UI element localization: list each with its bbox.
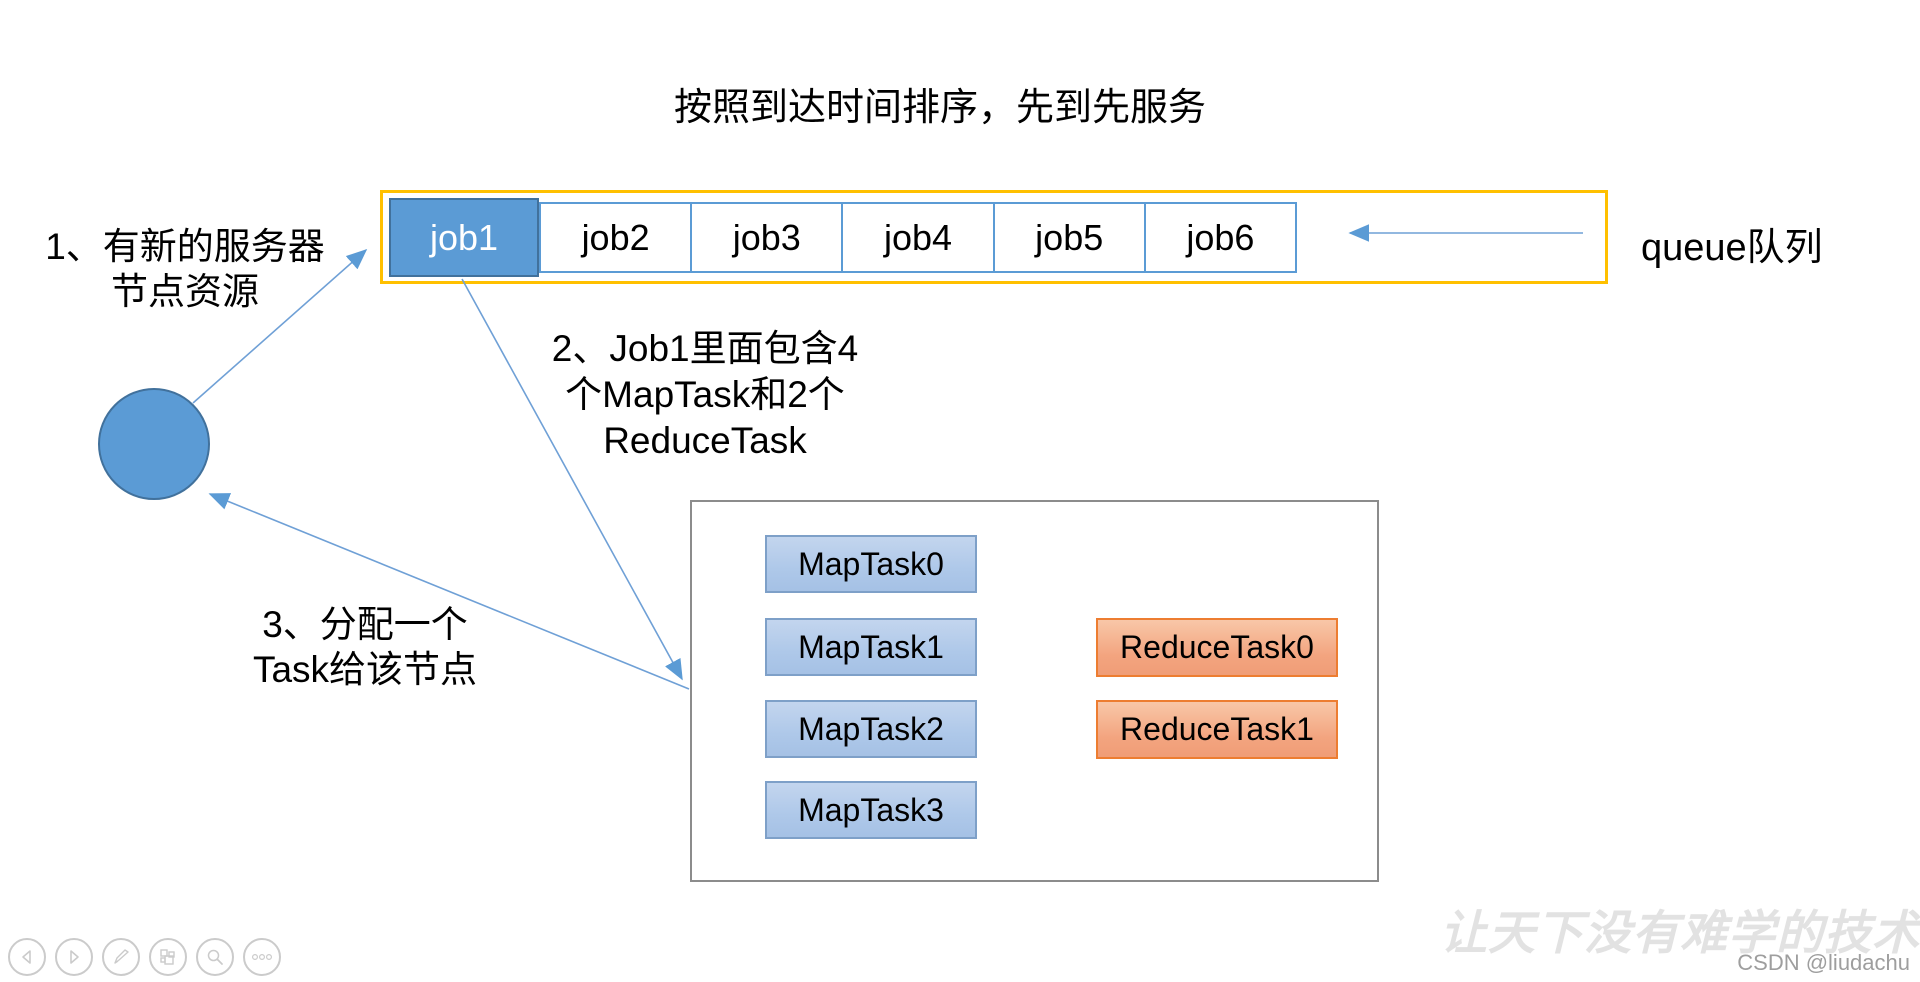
step2-line2: 个MapTask和2个 xyxy=(565,374,845,415)
map-task-1: MapTask1 xyxy=(765,618,977,676)
step3-note: 3、分配一个 Task给该节点 xyxy=(230,602,500,692)
previous-icon xyxy=(22,950,31,964)
reduce-task-1: ReduceTask1 xyxy=(1096,700,1338,759)
jobs-row: job2 job3 job4 job5 job6 xyxy=(539,202,1297,273)
job2-box: job2 xyxy=(581,216,650,258)
step3-line2: Task给该节点 xyxy=(252,649,478,690)
step2-line1: 2、Job1里面包含4 xyxy=(551,328,859,369)
map-task-2: MapTask2 xyxy=(765,700,977,758)
zoom-icon xyxy=(207,949,223,965)
watermark-credit: CSDN @liudachu xyxy=(1737,950,1910,975)
map-task-0: MapTask0 xyxy=(765,535,977,593)
job4-box: job4 xyxy=(841,204,992,271)
more-icon xyxy=(252,953,272,961)
map-task-3: MapTask3 xyxy=(765,781,977,839)
job1-box: job1 xyxy=(389,198,539,277)
next-slide-button[interactable] xyxy=(55,938,93,976)
slides-icon xyxy=(160,949,175,965)
next-icon xyxy=(70,950,79,964)
step1-line2: 节点资源 xyxy=(111,271,259,312)
queue-label: queue队列 xyxy=(1641,227,1823,269)
step3-line1: 3、分配一个 xyxy=(262,604,468,645)
zoom-button[interactable] xyxy=(196,938,234,976)
watermark-slogan: 让天下没有难学的技术 xyxy=(1440,906,1920,961)
step1-note: 1、有新的服务器 节点资源 xyxy=(20,224,350,314)
job6-box: job6 xyxy=(1143,204,1295,271)
more-options-button[interactable] xyxy=(243,938,281,976)
slide-sorter-button[interactable] xyxy=(149,938,187,976)
page-title: 按照到达时间排序，先到先服务 xyxy=(673,87,1206,129)
previous-slide-button[interactable] xyxy=(8,938,46,976)
reduce-task-0: ReduceTask0 xyxy=(1096,618,1338,677)
server-node-circle xyxy=(98,388,210,500)
step2-note: 2、Job1里面包含4 个MapTask和2个 ReduceTask xyxy=(510,326,900,464)
pen-icon xyxy=(114,949,129,964)
job3-box: job3 xyxy=(690,204,841,271)
slide-toolbar xyxy=(8,938,281,976)
pen-tool-button[interactable] xyxy=(102,938,140,976)
step1-line1: 1、有新的服务器 xyxy=(45,226,325,267)
step2-line3: ReduceTask xyxy=(603,420,807,461)
job5-box: job5 xyxy=(992,204,1144,271)
